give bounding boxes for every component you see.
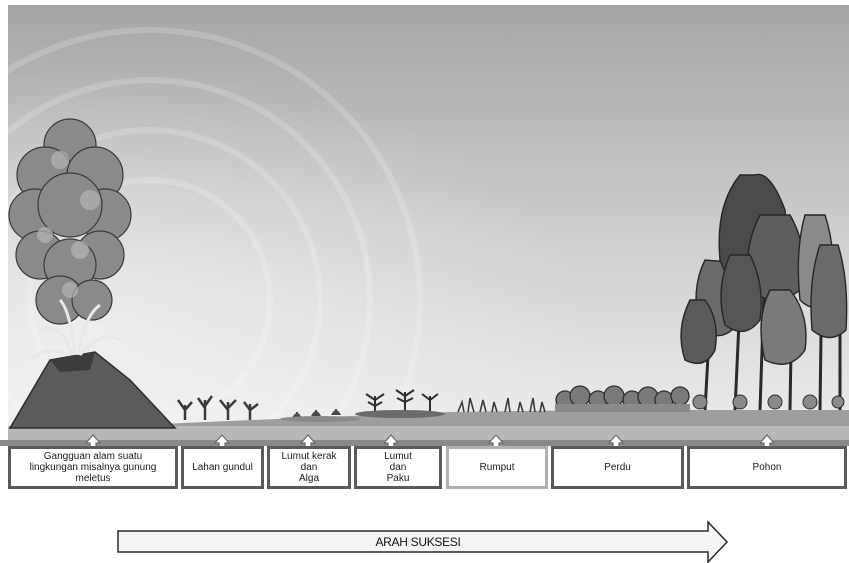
- stage-label-disturbance: Gangguan alam suatu lingkungan misalnya …: [8, 446, 178, 489]
- stage-label-lichen-algae: Lumut kerak dan Alga: [267, 446, 351, 489]
- stage-label-shrub: Perdu: [551, 446, 684, 489]
- stage-label-tree: Pohon: [687, 446, 847, 489]
- succession-direction-label: ARAH SUKSESI: [118, 533, 718, 551]
- stage-label-moss-fern: Lumut dan Paku: [354, 446, 442, 489]
- stage-label-grass: Rumput: [446, 446, 548, 489]
- stage-label-bare-land: Lahan gundul: [181, 446, 264, 489]
